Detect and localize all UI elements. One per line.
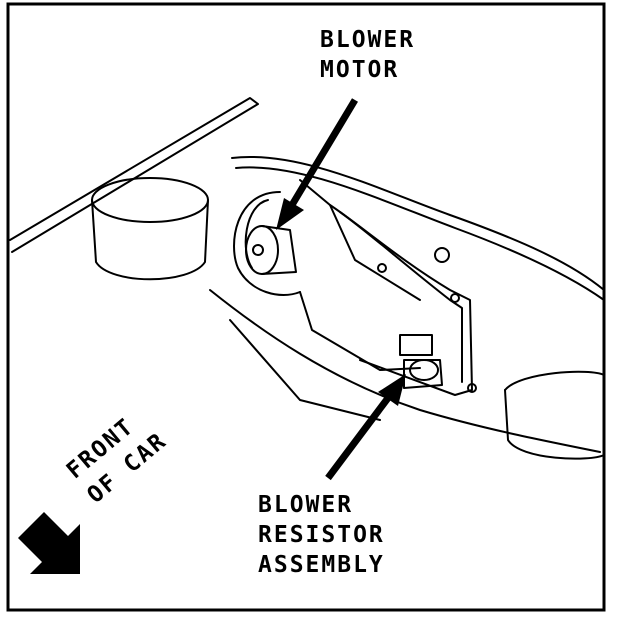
- blower-motor-body: [245, 225, 297, 275]
- plenum-gasket: [329, 204, 477, 396]
- blower-motor-arrow: [276, 98, 359, 230]
- diagram-frame: [6, 2, 606, 612]
- blower-resistor-label: BLOWER RESISTOR ASSEMBLY: [258, 490, 385, 580]
- blower-motor-label: BLOWER MOTOR: [320, 25, 415, 85]
- blower-resistor-label-line1: BLOWER: [258, 492, 354, 518]
- cowl-inner-edge: [235, 166, 605, 301]
- firewall-lines: [209, 289, 601, 453]
- blower-resistor-label-line2: RESISTOR: [258, 522, 385, 548]
- front-direction-arrow-icon: [18, 512, 80, 574]
- blower-motor-label-line1: BLOWER: [320, 27, 416, 53]
- blower-resistor-arrow: [325, 374, 406, 481]
- left-strut-tower: [91, 177, 209, 281]
- firewall-detail: [229, 319, 381, 421]
- blower-resistor-label-line3: ASSEMBLY: [258, 552, 385, 578]
- blower-motor-label-line2: MOTOR: [320, 57, 400, 83]
- cowl-top-edge: [231, 156, 605, 291]
- right-strut-tower: [504, 370, 605, 460]
